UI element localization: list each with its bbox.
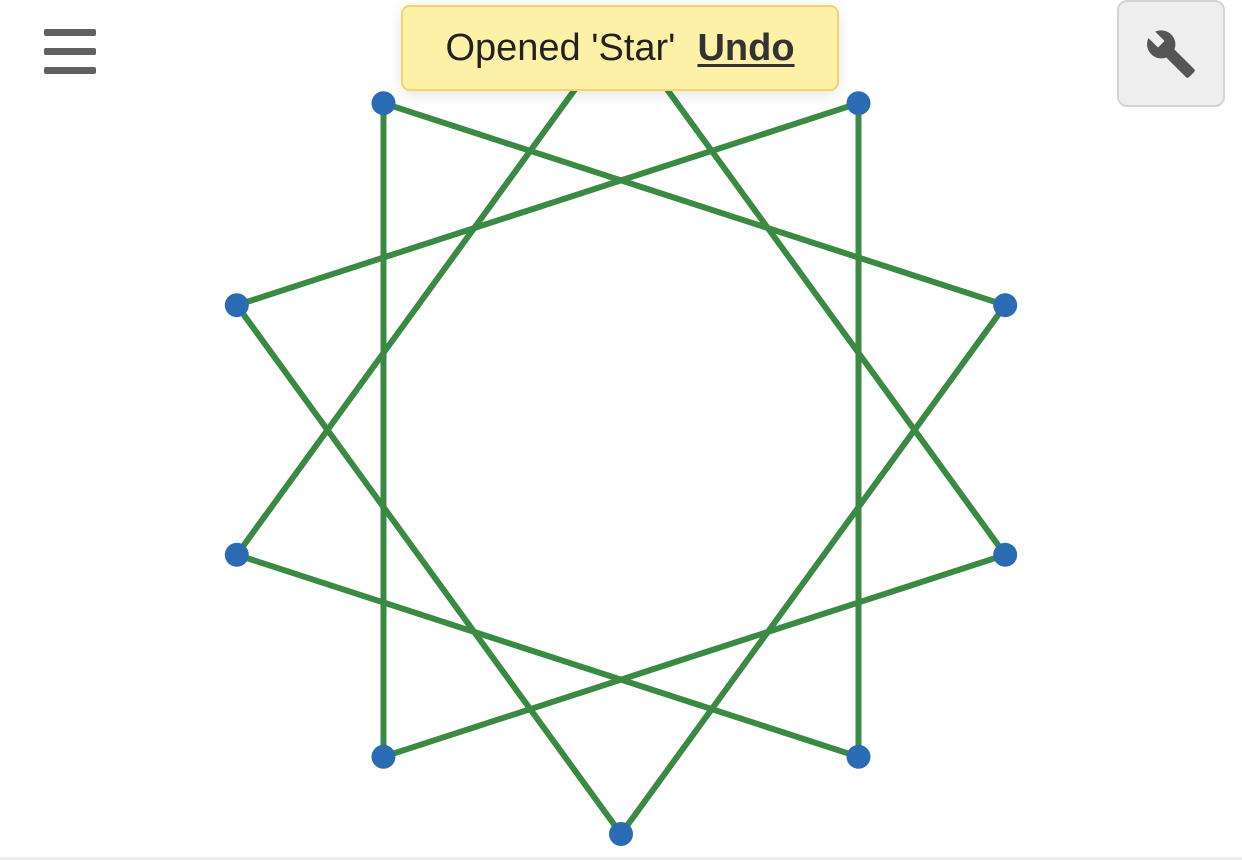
vertex-handle[interactable] [846, 744, 871, 769]
vertex-handle[interactable] [846, 91, 871, 116]
star-edge [233, 302, 624, 837]
vertex-handle[interactable] [224, 542, 249, 567]
star-edge [233, 551, 862, 760]
star-edge [233, 23, 624, 558]
vertex-handle[interactable] [993, 293, 1018, 318]
vertex-handle[interactable] [371, 91, 396, 116]
star-edges [233, 23, 1009, 837]
menu-button[interactable] [36, 24, 104, 84]
star-edge [233, 100, 862, 309]
vertex-handle[interactable] [371, 744, 396, 769]
star-points[interactable] [224, 14, 1018, 846]
star-edge [618, 23, 1009, 558]
vertex-handle[interactable] [993, 542, 1018, 567]
star-edge [618, 302, 1009, 837]
star-edge [380, 100, 1009, 309]
toast-message: Opened 'Star' [445, 26, 676, 69]
vertex-handle[interactable] [224, 293, 249, 318]
vertex-handle[interactable] [609, 822, 633, 846]
undo-link[interactable]: Undo [697, 26, 795, 69]
star-edge [380, 551, 1009, 760]
wrench-icon [1147, 29, 1195, 78]
notification-toast: Opened 'Star' Undo [401, 5, 839, 91]
settings-button[interactable] [1117, 0, 1225, 107]
bottom-divider [0, 857, 1242, 860]
